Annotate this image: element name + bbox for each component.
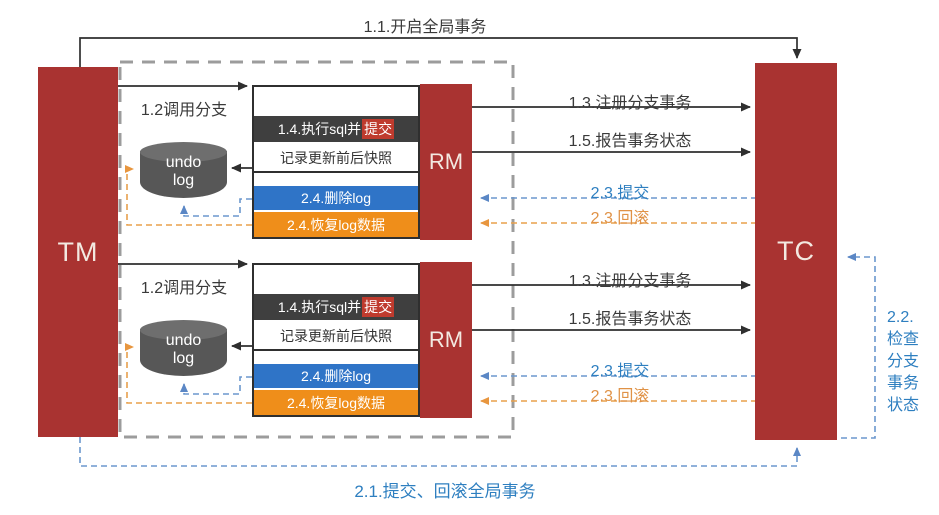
- rm-box: RM: [420, 84, 472, 240]
- rollback-branch-label: 2.3.回滚: [590, 388, 650, 405]
- check-branch-line: 分支: [887, 353, 920, 370]
- tm-box: TM: [38, 67, 118, 437]
- rm-label: RM: [428, 149, 464, 174]
- undo-log-label: undo log: [165, 332, 202, 367]
- undo-log-cylinder: undo log: [140, 142, 227, 198]
- check-branch-status-label: 2.2. 检查 分支 事务 状态: [887, 307, 935, 417]
- check-branch-line: 事务: [887, 375, 920, 392]
- check-branch-line: 检查: [887, 331, 920, 348]
- check-branch-line: 2.2.: [887, 309, 914, 326]
- commit-highlight: 提交: [362, 119, 395, 139]
- report-status-label: 1.5.报告事务状态: [568, 133, 692, 150]
- arrow-check-branch-loop: [841, 253, 876, 439]
- rm-microservice-2: 1.2调用分支 undo log 1.4.执行sql并提交 记录更新前后快照 2…: [0, 261, 939, 419]
- check-branch-line: 状态: [887, 397, 920, 414]
- tm-label: TM: [57, 236, 99, 267]
- commit-highlight: 提交: [362, 297, 395, 317]
- rm-label: RM: [428, 327, 464, 352]
- branch-operations-box: 1.4.执行sql并提交 记录更新前后快照 2.4.删除log 2.4.恢复lo…: [252, 263, 420, 417]
- record-snapshot-row: 记录更新前后快照: [254, 322, 418, 351]
- commit-branch-label: 2.3.提交: [590, 363, 650, 380]
- exec-sql-row: 1.4.执行sql并提交: [254, 116, 418, 142]
- register-branch-label: 1.3.注册分支事务: [568, 273, 692, 290]
- tc-label: TC: [777, 236, 815, 266]
- delete-log-row: 2.4.删除log: [254, 364, 418, 388]
- undo-log-cylinder: undo log: [140, 320, 227, 376]
- cylinder-top: [140, 320, 227, 340]
- call-branch-label: 1.2调用分支: [140, 280, 228, 297]
- arrow-restore-from-undolog-1: [125, 165, 252, 226]
- commit-branch-label: 2.3.提交: [590, 185, 650, 202]
- exec-sql-row: 1.4.执行sql并提交: [254, 294, 418, 320]
- commit-rollback-global-label: 2.1.提交、回滚全局事务: [354, 482, 536, 501]
- record-snapshot-row: 记录更新前后快照: [254, 144, 418, 173]
- restore-log-row: 2.4.恢复log数据: [254, 390, 418, 415]
- delete-log-row: 2.4.删除log: [254, 186, 418, 210]
- microservice-scope-dashed-border: [118, 60, 515, 439]
- rm-microservice-1: 1.2调用分支 undo log 1.4.执行sql并提交 记录更新前后快照 2…: [0, 83, 939, 241]
- cylinder-top: [140, 142, 227, 162]
- rm-box: RM: [420, 262, 472, 418]
- rollback-dashed-arrows: [125, 165, 757, 405]
- report-status-label: 1.5.报告事务状态: [568, 311, 692, 328]
- rollback-branch-label: 2.3.回滚: [590, 210, 650, 227]
- register-branch-label: 1.3.注册分支事务: [568, 95, 692, 112]
- undo-log-label: undo log: [165, 154, 202, 189]
- arrow-begin-global: [79, 37, 802, 67]
- solid-flow-arrows: [79, 37, 802, 351]
- begin-global-transaction-label: 1.1.开启全局事务: [363, 19, 487, 36]
- commit-dashed-arrows: [79, 194, 876, 467]
- branch-operations-box: 1.4.执行sql并提交 记录更新前后快照 2.4.删除log 2.4.恢复lo…: [252, 85, 420, 239]
- call-branch-label: 1.2调用分支: [140, 102, 228, 119]
- arrow-commit-rollback-global: [79, 437, 801, 467]
- restore-log-row: 2.4.恢复log数据: [254, 212, 418, 237]
- arrow-restore-from-undolog-2: [125, 343, 252, 404]
- tc-box: TC: [755, 63, 837, 440]
